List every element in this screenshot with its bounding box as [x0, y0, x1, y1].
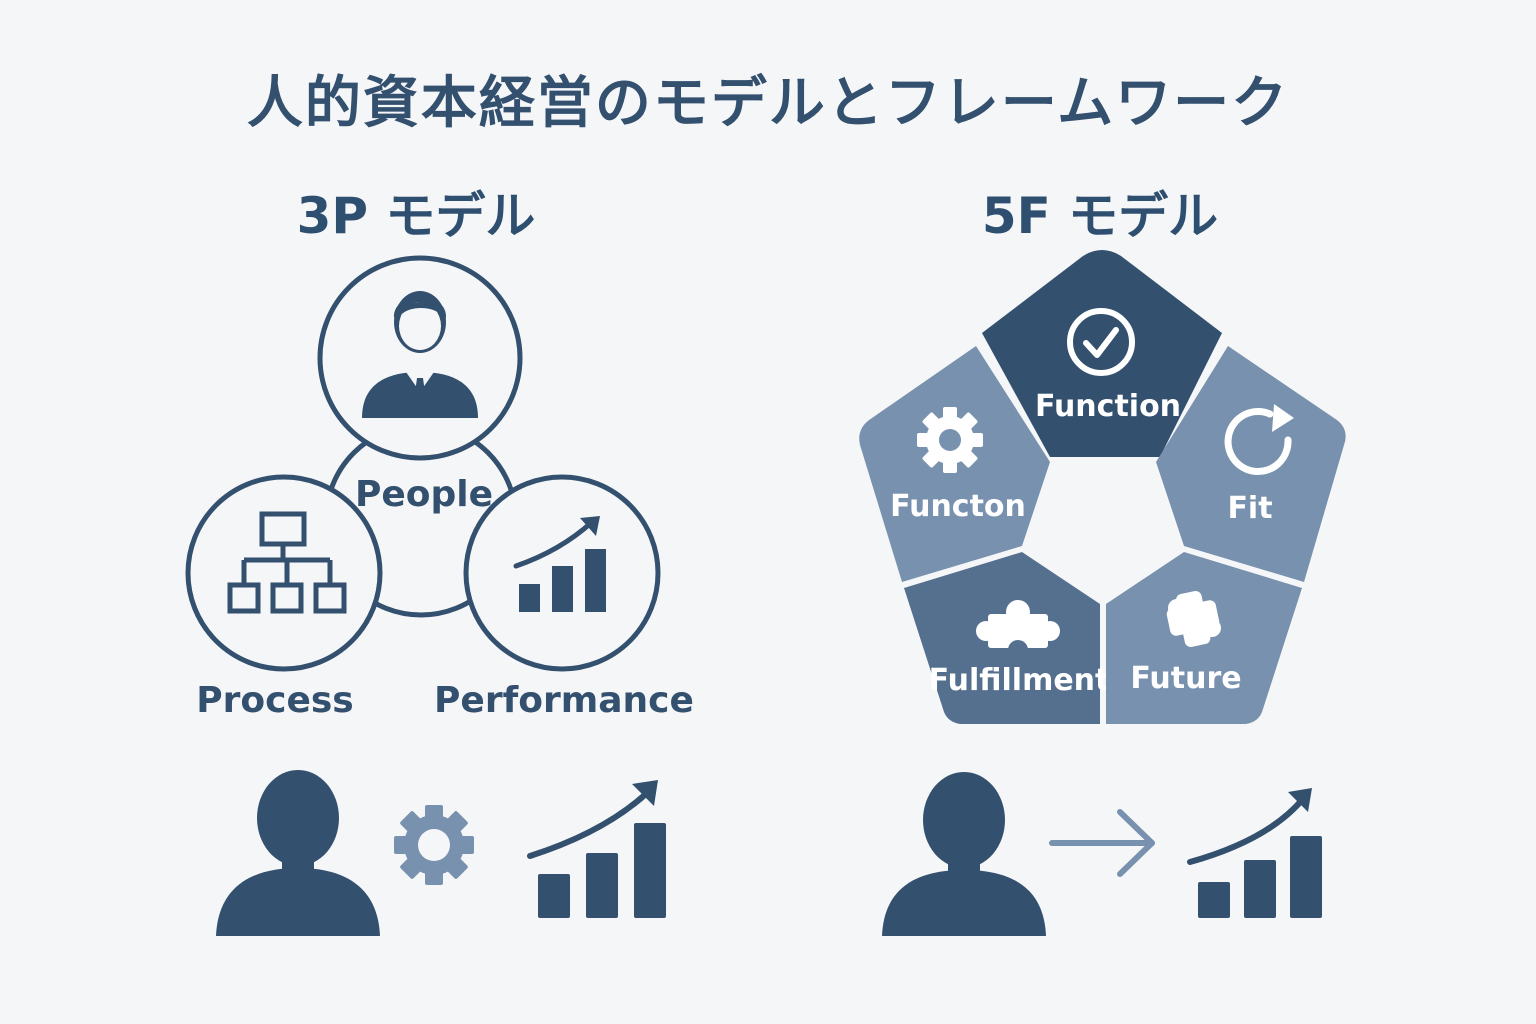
bottom-left-icons [216, 770, 666, 936]
fit-label: Fit [1227, 491, 1272, 526]
performance-label: Performance [434, 680, 694, 721]
person-silhouette-icon [882, 772, 1046, 936]
segment-future: Future [1106, 552, 1302, 724]
segment-functon: Functon [859, 346, 1050, 582]
segment-fit: Fit [1156, 346, 1346, 582]
process-label: Process [196, 680, 353, 721]
businessman-icon [362, 291, 478, 418]
model-5f-title: 5F モデル [981, 187, 1219, 245]
people-label: People [355, 474, 493, 515]
bar-chart-up-icon [513, 516, 606, 612]
people-circle [317, 255, 523, 461]
person-silhouette-icon [216, 770, 380, 936]
segment-fulfillment: Fulfillment [904, 552, 1109, 724]
performance-circle [463, 474, 661, 672]
refresh-icon [1224, 404, 1294, 476]
puzzle-plus-icon [1166, 590, 1221, 647]
fulfillment-label: Fulfillment [929, 663, 1110, 698]
bar-chart-up-icon [527, 780, 666, 918]
gear-icon [394, 805, 474, 885]
functon-label: Functon [890, 489, 1026, 524]
process-circle [185, 474, 383, 672]
gear-icon [917, 407, 983, 473]
model-3p-diagram: People Process Performance [185, 255, 694, 721]
bar-chart-up-icon [1187, 788, 1322, 918]
segment-function: Function [982, 250, 1222, 457]
model-5f-diagram: Function Functon [859, 250, 1346, 724]
puzzle-icon [976, 600, 1060, 660]
arrow-right-icon [1049, 809, 1155, 877]
model-3p-title: 3P モデル [296, 187, 536, 245]
future-label: Future [1130, 661, 1241, 696]
function-label: Function [1035, 389, 1181, 424]
org-chart-icon [227, 511, 347, 614]
page-title: 人的資本経営のモデルとフレームワーク [246, 71, 1290, 136]
bottom-right-icons [882, 772, 1322, 936]
check-circle-icon [1067, 308, 1135, 376]
